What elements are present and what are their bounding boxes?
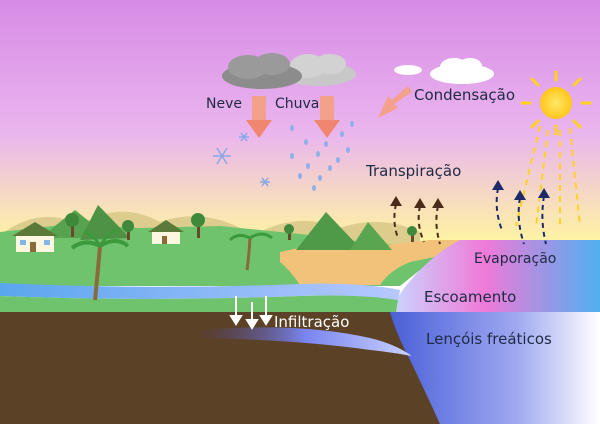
house-left bbox=[12, 222, 58, 252]
transpiration-arrows bbox=[390, 196, 444, 245]
infiltration-arrows bbox=[229, 296, 273, 330]
evaporation-arrows bbox=[492, 180, 550, 245]
palm-tree-left bbox=[70, 228, 130, 301]
raindrops bbox=[290, 121, 354, 191]
cloud-right bbox=[394, 58, 494, 84]
sun-rays bbox=[515, 125, 581, 227]
label-escoamento: Escoamento bbox=[424, 288, 517, 306]
snowflakes bbox=[213, 132, 270, 187]
label-transpiracao: Transpiração bbox=[366, 162, 462, 180]
label-chuva: Chuva bbox=[275, 96, 320, 112]
snow-arrow bbox=[246, 96, 272, 138]
label-neve: Neve bbox=[206, 96, 242, 112]
label-infiltracao: Infiltração bbox=[274, 313, 350, 331]
sky bbox=[0, 0, 600, 245]
rain-arrow bbox=[314, 96, 340, 138]
river bbox=[0, 283, 400, 300]
condensation-arrow bbox=[378, 86, 412, 118]
house-middle bbox=[148, 220, 184, 244]
aquifer bbox=[390, 312, 600, 424]
sea bbox=[390, 240, 600, 312]
label-lencois-freaticos: Lençóis freáticos bbox=[426, 330, 552, 348]
groundwater-flow bbox=[200, 327, 412, 356]
riverbank bbox=[0, 295, 398, 312]
beach bbox=[280, 240, 465, 285]
palm-tree-middle bbox=[228, 232, 273, 271]
label-condensacao: Condensação bbox=[414, 86, 516, 104]
label-evaporacao: Evaporação bbox=[474, 251, 557, 267]
clouds bbox=[222, 53, 356, 89]
sun-icon bbox=[520, 70, 592, 136]
trees bbox=[65, 213, 417, 242]
